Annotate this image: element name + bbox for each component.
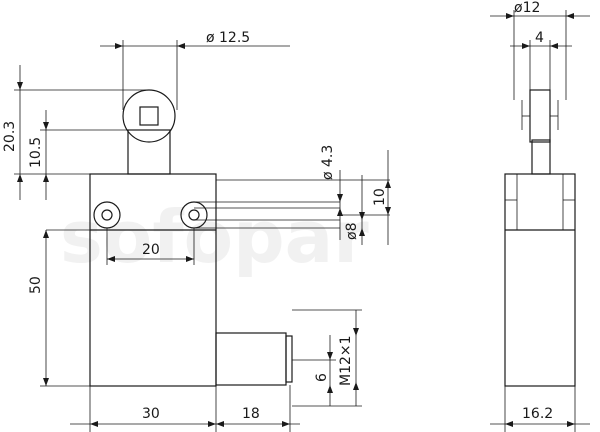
label-body-width: 30 xyxy=(142,406,160,422)
label-height-roller: 10.5 xyxy=(28,137,44,168)
connector-flange xyxy=(285,335,293,383)
mounting-hole-left-inner xyxy=(101,209,113,221)
label-body-height: 50 xyxy=(28,276,44,294)
label-side-width: 16.2 xyxy=(522,406,553,422)
dim-heights-left: 20.3 10.5 xyxy=(2,65,149,200)
label-roller-diameter: ø 12.5 xyxy=(206,30,250,46)
side-roller xyxy=(529,89,551,143)
dim-roller-diameter: ø 12.5 xyxy=(100,30,290,110)
dim-side-width: 16.2 xyxy=(490,386,590,432)
hole-projection-lines xyxy=(194,201,340,229)
dim-bottom-widths: 30 18 xyxy=(70,385,300,432)
label-hole-spacing: 20 xyxy=(142,242,160,258)
roller xyxy=(122,89,176,143)
dim-side-top: ø12 4 xyxy=(490,0,590,100)
label-connector-offset: 6 xyxy=(314,373,330,382)
label-side-roller-diameter: ø12 xyxy=(514,0,540,16)
label-hole-small: ø 4.3 xyxy=(320,145,336,180)
dim-body-height: 50 xyxy=(28,229,90,387)
label-hole-large: ø8 xyxy=(344,223,360,240)
label-connector-length: 18 xyxy=(242,406,260,422)
connector-housing xyxy=(215,332,287,386)
side-body xyxy=(504,173,576,387)
dim-hole-right: ø 4.3 10 ø8 xyxy=(216,145,391,245)
label-side-roller-width: 4 xyxy=(535,30,544,46)
front-view xyxy=(89,89,293,387)
watermark-text: sofopar xyxy=(60,195,369,279)
label-hole-spacing-vertical: 10 xyxy=(372,188,388,206)
dim-connector-thread: M12×1 6 xyxy=(292,309,362,407)
side-view xyxy=(504,89,576,387)
plunger xyxy=(127,129,171,175)
label-thread: M12×1 xyxy=(338,335,354,386)
label-height-total: 20.3 xyxy=(2,121,18,152)
dim-hole-spacing: 20 xyxy=(106,228,195,265)
roller-axle xyxy=(139,106,159,126)
side-plunger xyxy=(531,139,551,175)
